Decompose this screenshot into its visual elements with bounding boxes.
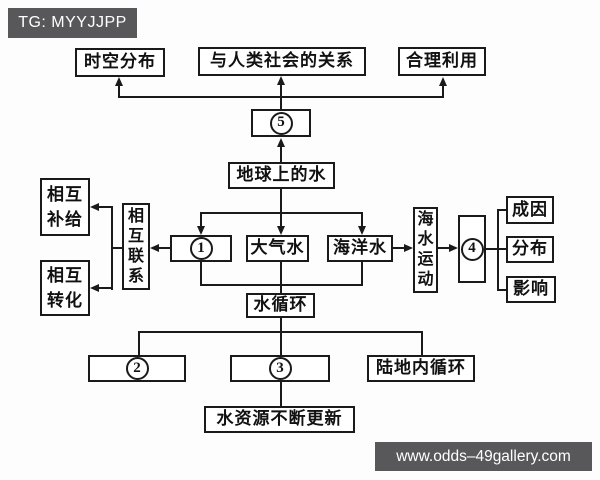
connector-down-to-landcycle	[421, 332, 423, 355]
node-atmospheric-water: 大气水	[246, 235, 309, 262]
watermark-url-banner: www.odds–49gallery.com	[375, 442, 592, 471]
node-rational-use: 合理利用	[398, 47, 486, 76]
connector-stub-influence	[497, 289, 506, 291]
connector-down-to-atmospheric	[280, 213, 282, 228]
node-circled-1: 1	[170, 235, 232, 262]
arrowhead-left-transform	[90, 284, 99, 292]
node-circled-5: 5	[251, 109, 311, 137]
arrowhead-right-circled-4	[449, 244, 458, 252]
node-circled-4: 4	[458, 215, 486, 283]
circled-number-2: 2	[125, 357, 149, 380]
connector-left-bracket	[111, 206, 113, 290]
node-cause: 成因	[506, 196, 554, 224]
arrowhead-up-society-relation	[277, 76, 285, 85]
connector-to-spatiotemporal	[118, 83, 120, 97]
circled-number-1: 1	[189, 237, 213, 260]
connector-down-to-2	[138, 332, 140, 355]
node-mutual-recharge: 相互补给	[40, 178, 90, 236]
connector-linkage-left	[111, 247, 122, 249]
connector-down-to-1	[200, 213, 202, 228]
connector-stub-cause	[497, 209, 506, 211]
node-water-resources-constantly-renewed: 水资源不断更新	[204, 406, 355, 433]
arrowhead-down-ocean	[358, 226, 366, 235]
node-mutual-transformation: 相互转化	[40, 260, 90, 316]
node-relation-to-human-society: 与人类社会的关系	[198, 47, 366, 76]
connector-1-down	[200, 262, 202, 286]
circled-number-5: 5	[269, 111, 293, 135]
arrowhead-right-movement	[404, 244, 413, 252]
connector-to-society-relation	[280, 83, 282, 109]
connector-earthwater-down	[280, 189, 282, 214]
node-circled-3: 3	[230, 355, 330, 382]
connector-right-bracket	[497, 209, 499, 291]
connector-ocean-down	[361, 262, 363, 286]
connector-movement-to-4	[438, 247, 451, 249]
arrowhead-up-spatiotemporal	[115, 77, 123, 86]
watermark-tag-banner: TG: MYYJJPP	[8, 8, 137, 38]
node-spatiotemporal-distribution: 时空分布	[75, 48, 165, 77]
arrowhead-left-recharge	[90, 203, 99, 211]
connector-earthwater-to-5	[280, 144, 282, 163]
circled-number-4: 4	[460, 237, 484, 261]
connector-1-to-linkage	[158, 247, 170, 249]
node-distribution: 分布	[506, 236, 554, 263]
circled-number-3: 3	[268, 357, 292, 380]
connector-down-to-ocean	[361, 213, 363, 228]
connector-stub-transform	[98, 287, 113, 289]
arrowhead-down-circled-1	[197, 226, 205, 235]
node-water-cycle: 水循环	[246, 293, 315, 318]
connector-collect-horizontal	[200, 284, 363, 286]
node-influence: 影响	[506, 276, 556, 303]
connector-3-to-renewal	[280, 382, 282, 406]
node-land-internal-cycle: 陆地内循环	[367, 355, 475, 382]
connector-stub-recharge	[98, 206, 113, 208]
node-water-on-earth: 地球上的水	[228, 162, 335, 189]
arrowhead-down-atmospheric	[277, 226, 285, 235]
arrowhead-up-circled-5	[277, 138, 285, 147]
connector-atmospheric-down	[280, 262, 282, 294]
node-circled-2: 2	[88, 355, 186, 382]
node-mutual-linkage: 相互联系	[122, 203, 150, 290]
connector-watercycle-down	[280, 317, 282, 333]
connector-4-to-distribution	[486, 248, 506, 250]
node-seawater-movement: 海水运动	[413, 207, 438, 293]
connector-ocean-to-movement	[393, 247, 406, 249]
arrowhead-up-rational-use	[439, 77, 447, 86]
node-ocean-water: 海洋水	[327, 235, 393, 262]
connector-to-rational-use	[442, 83, 444, 97]
arrowhead-left-linkage	[150, 244, 159, 252]
connector-down-to-3	[280, 332, 282, 355]
